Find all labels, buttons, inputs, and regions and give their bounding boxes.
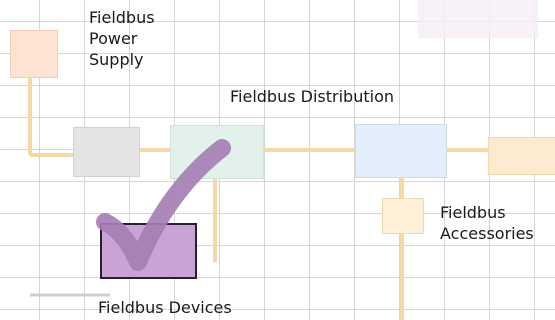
power-supply-label-line-3: Supply xyxy=(89,50,144,69)
power-supply-label: Fieldbus Power Supply xyxy=(89,7,155,70)
accessories-label-line-2: Accessories xyxy=(440,224,534,243)
power-supply-label-line-1: Fieldbus xyxy=(89,8,155,27)
gray-component-box xyxy=(73,127,140,177)
distribution-blue-box xyxy=(355,124,447,178)
accessory-box xyxy=(382,198,424,234)
power-supply-box xyxy=(10,30,58,78)
power-supply-label-line-2: Power xyxy=(89,29,138,48)
accessories-label: Fieldbus Accessories xyxy=(440,202,534,244)
right-edge-box xyxy=(488,137,555,175)
faded-decoration xyxy=(418,0,538,38)
accessories-label-line-1: Fieldbus xyxy=(440,203,506,222)
distribution-label: Fieldbus Distribution xyxy=(230,87,394,106)
devices-label: Fieldbus Devices xyxy=(98,298,232,317)
